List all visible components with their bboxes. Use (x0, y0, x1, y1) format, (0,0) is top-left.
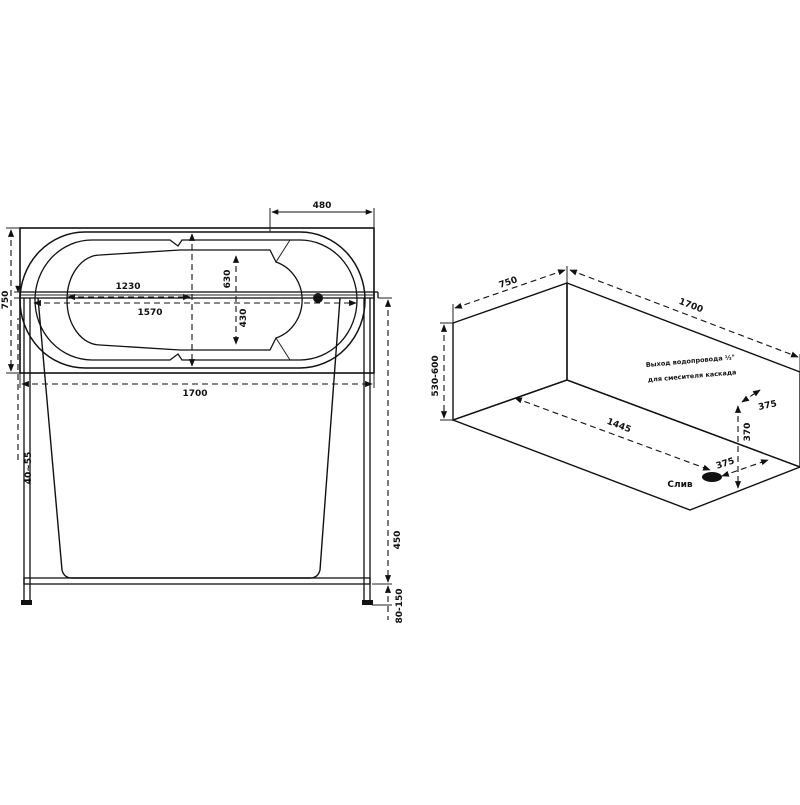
dim-450-label: 450 (393, 531, 403, 550)
iso-view: Слив 750 1700 530-600 1445 Выход водопро… (431, 266, 800, 511)
dim-375-top-label: 375 (757, 399, 777, 413)
dim-1570-label: 1570 (137, 308, 162, 318)
top-view-headrest (269, 239, 291, 361)
dim-40-55-label: 40~55 (24, 452, 34, 485)
side-view: 40~55 450 80-150 (14, 285, 405, 624)
dim-530-600-label: 530-600 (431, 355, 441, 396)
drain-hole-iso (702, 472, 722, 482)
side-frame-bar (23, 577, 371, 585)
dim-630-label: 630 (223, 270, 233, 289)
iso-floor (450, 379, 800, 511)
top-view-rim (19, 231, 366, 369)
dim-iso-1700-label: 1700 (677, 297, 704, 315)
pipe-note-line1: Выход водопровода ½" (645, 353, 735, 369)
side-basin (37, 297, 341, 579)
top-view-inner-rim (34, 239, 358, 361)
pipe-note-line2: для смесителя каскада (647, 368, 736, 384)
dim-750-label: 750 (1, 291, 11, 310)
dim-line-1445 (514, 397, 711, 471)
dim-1700-label: 1700 (182, 389, 207, 399)
top-view-basin (66, 249, 303, 351)
side-leg-left (21, 600, 32, 605)
dim-430-label: 430 (239, 309, 249, 328)
dim-370-label: 370 (743, 423, 753, 442)
dim-80-150-label: 80-150 (395, 588, 405, 623)
dim-375-bottom-label: 375 (715, 456, 736, 471)
side-leg-right (362, 600, 373, 605)
drain-label: Слив (667, 480, 693, 490)
top-view: 480 750 1700 1230 1570 630 430 (1, 201, 375, 399)
dim-480-label: 480 (313, 201, 332, 211)
dim-iso-750-label: 750 (498, 275, 519, 291)
dim-1230-label: 1230 (115, 282, 140, 292)
dim-line-375-top (741, 389, 761, 403)
dim-line-375-bottom (721, 459, 769, 477)
dim-line-iso-1700 (569, 269, 799, 358)
